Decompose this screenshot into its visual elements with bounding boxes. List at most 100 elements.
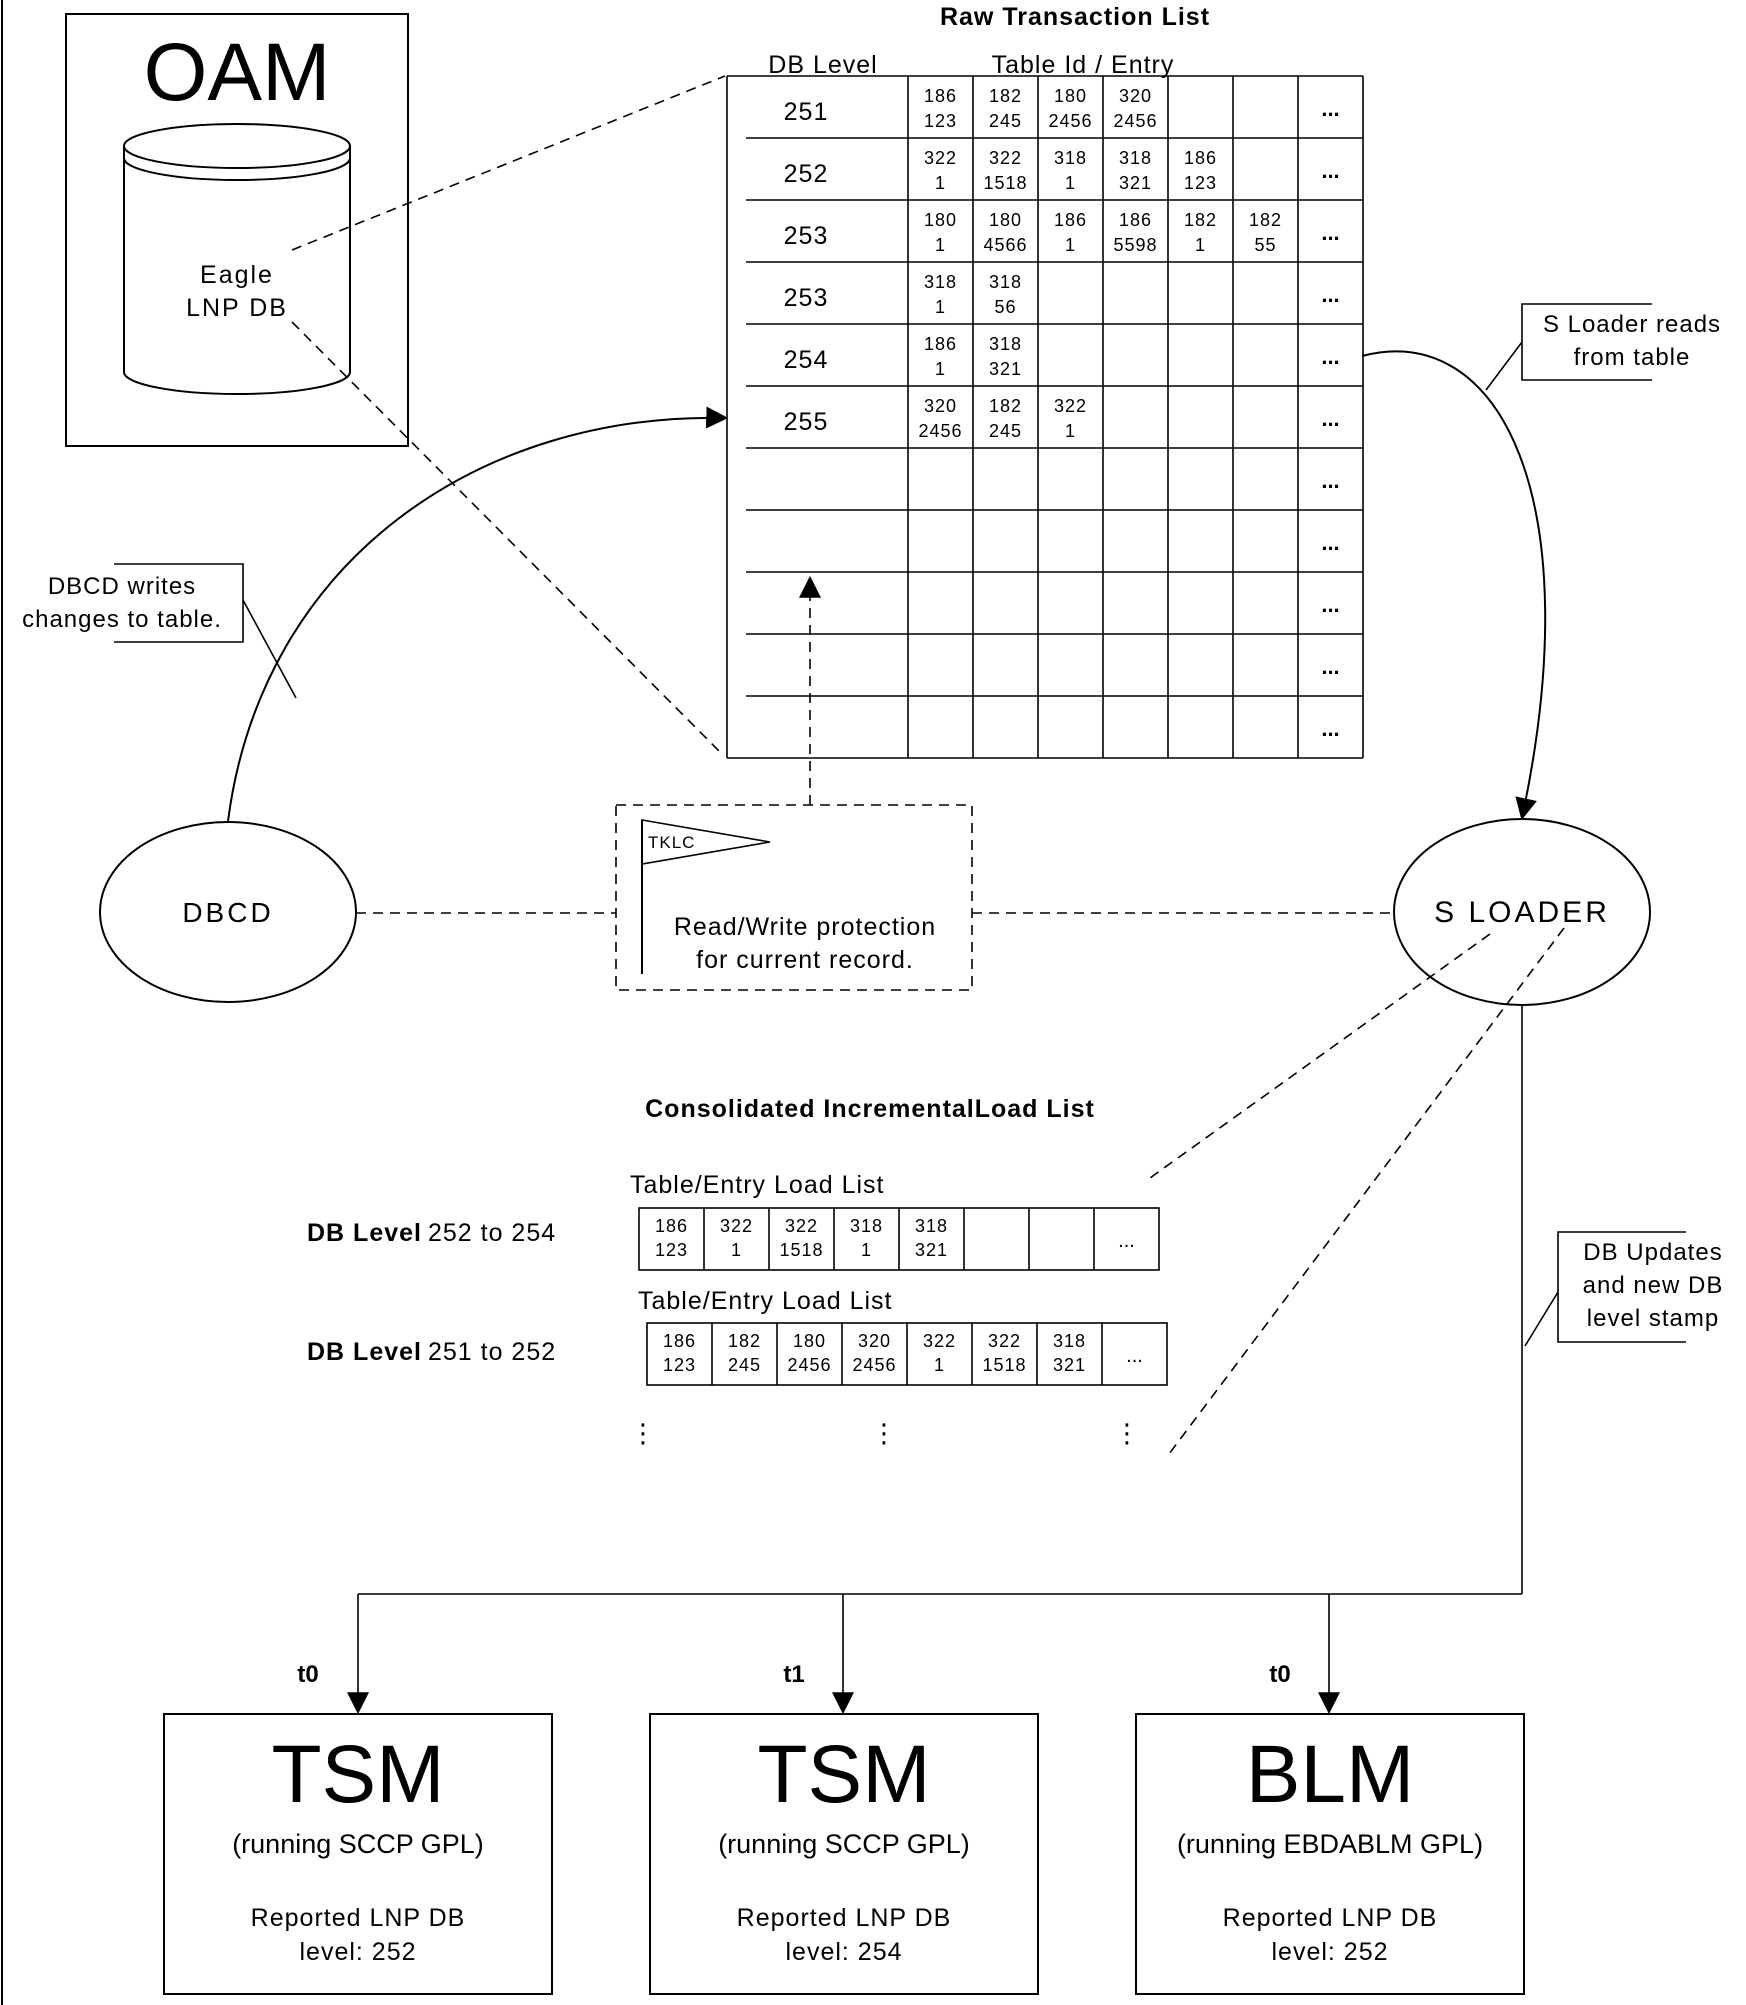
raw-cell-table-id: 318	[1119, 148, 1152, 168]
raw-list-col-db-level: DB Level	[768, 51, 877, 79]
raw-cell-table-id: 182	[989, 86, 1022, 106]
protection-box: TKLC Read/Write protection for current r…	[615, 804, 973, 991]
raw-cell-table-id: 318	[989, 334, 1022, 354]
raw-table-grid: 25118612318224518024563202456...25232213…	[726, 75, 1364, 759]
load-cell-table-id: 322	[785, 1216, 818, 1236]
load-cell-table-id: 318	[850, 1216, 883, 1236]
sloader-reads-callout: S Loader reads from table	[1485, 303, 1721, 391]
module-reported: Reported LNP DB	[251, 1904, 466, 1932]
zoom-line-top	[291, 75, 726, 251]
load-cell-table-id: 322	[988, 1331, 1021, 1351]
raw-cell-table-id: 186	[1119, 210, 1152, 230]
vertical-ellipsis-2: ⋮	[871, 1418, 897, 1448]
raw-cell-entry: 321	[989, 359, 1022, 379]
protection-line2: for current record.	[696, 946, 914, 974]
zoom-line-bottom	[291, 321, 721, 753]
load-cell-entry: 321	[915, 1240, 948, 1260]
load-cell-table-id: 182	[728, 1331, 761, 1351]
dbcd-to-table-arrow	[227, 406, 729, 822]
db-updates-line2: and new DB	[1583, 1272, 1724, 1299]
raw-cell-table-id: 180	[924, 210, 957, 230]
db-level-bold-2: DB Level	[307, 1338, 422, 1366]
db-level-range-text-1: 252 to 254	[428, 1219, 556, 1247]
raw-cell-entry: 1	[935, 235, 946, 255]
raw-cell-table-id: 182	[1249, 210, 1282, 230]
raw-cell-entry: 5598	[1113, 235, 1157, 255]
consolidated-load-list: Consolidated IncrementalLoad List Table/…	[307, 1095, 1168, 1448]
raw-row-level: 252	[784, 160, 829, 188]
sloader-label: S LOADER	[1434, 896, 1610, 929]
raw-transaction-list: Raw Transaction List DB Level Table Id /…	[726, 3, 1364, 759]
raw-row-ellipsis: ...	[1321, 592, 1339, 617]
raw-cell-table-id: 322	[989, 148, 1022, 168]
raw-row-level: 253	[784, 222, 829, 250]
module-box	[1135, 1713, 1525, 1995]
db-updates-line3: level stamp	[1587, 1305, 1719, 1332]
raw-row-ellipsis: ...	[1321, 282, 1339, 307]
load-cell-table-id: 318	[915, 1216, 948, 1236]
raw-cell-entry: 2456	[1113, 111, 1157, 131]
raw-cell-entry: 1	[1195, 235, 1206, 255]
load-cell-entry: 1	[934, 1355, 945, 1375]
load-cell-ellipsis: ...	[1126, 1345, 1143, 1367]
raw-cell-entry: 2456	[1048, 111, 1092, 131]
load-cell-entry: 321	[1053, 1355, 1086, 1375]
raw-row-level: 254	[784, 346, 829, 374]
protection-line1: Read/Write protection	[674, 913, 936, 941]
raw-cell-table-id: 182	[989, 396, 1022, 416]
module-name: TSM	[757, 1729, 930, 1820]
raw-cell-entry: 4566	[983, 235, 1027, 255]
module-time-label: t0	[297, 1661, 318, 1688]
raw-cell-table-id: 318	[989, 272, 1022, 292]
flag-icon	[641, 819, 771, 974]
raw-row-ellipsis: ...	[1321, 530, 1339, 555]
raw-cell-entry: 1	[935, 359, 946, 379]
raw-cell-entry: 1	[935, 297, 946, 317]
dbcd-writes-line2: changes to table.	[22, 606, 222, 633]
raw-cell-table-id: 180	[1054, 86, 1087, 106]
load-list-1-cells: 186123322132215183181318321...	[638, 1207, 1160, 1271]
module-box	[649, 1713, 1039, 1995]
load-cell-entry: 1	[731, 1240, 742, 1260]
load-list-2-cells: 1861231822451802456320245632213221518318…	[646, 1322, 1168, 1386]
raw-cell-entry: 245	[989, 421, 1022, 441]
load-cell-entry: 2456	[787, 1355, 831, 1375]
raw-cell-table-id: 186	[1054, 210, 1087, 230]
raw-cell-entry: 2456	[918, 421, 962, 441]
module-gpl: (running EBDABLM GPL)	[1177, 1829, 1483, 1859]
load-cell-table-id: 180	[793, 1331, 826, 1351]
db-level-range-text-2: 251 to 252	[428, 1338, 556, 1366]
raw-cell-entry: 55	[1254, 235, 1276, 255]
vertical-ellipsis-3: ⋮	[1114, 1418, 1140, 1448]
oam-box: OAM Eagle LNP DB	[65, 13, 409, 447]
raw-cell-entry: 321	[1119, 173, 1152, 193]
load-cell-table-id: 186	[655, 1216, 688, 1236]
raw-list-col-table: Table Id / Entry	[992, 51, 1175, 79]
db-level-bold-1: DB Level	[307, 1219, 422, 1247]
load-cell-table-id: 322	[923, 1331, 956, 1351]
load-cell-table-id: 318	[1053, 1331, 1086, 1351]
raw-row-ellipsis: ...	[1321, 654, 1339, 679]
db-updates-callout: DB Updates and new DB level stamp	[1524, 1231, 1724, 1347]
raw-cell-entry: 1	[935, 173, 946, 193]
module-level: level: 252	[1271, 1938, 1388, 1966]
raw-row-ellipsis: ...	[1321, 406, 1339, 431]
sloader-reads-line1: S Loader reads	[1543, 311, 1721, 338]
load-cell-table-id: 320	[858, 1331, 891, 1351]
module-level: level: 252	[299, 1938, 416, 1966]
raw-row-ellipsis: ...	[1321, 716, 1339, 741]
raw-row-ellipsis: ...	[1321, 344, 1339, 369]
load-cell-table-id: 322	[720, 1216, 753, 1236]
raw-row-ellipsis: ...	[1321, 96, 1339, 121]
raw-cell-table-id: 180	[989, 210, 1022, 230]
raw-cell-table-id: 318	[924, 272, 957, 292]
load-cell-table-id: 186	[663, 1331, 696, 1351]
consolidated-title: Consolidated IncrementalLoad List	[645, 1095, 1095, 1123]
sloader-list-link-2	[1165, 927, 1565, 1459]
load-cell-entry: 123	[663, 1355, 696, 1375]
raw-row-ellipsis: ...	[1321, 468, 1339, 493]
